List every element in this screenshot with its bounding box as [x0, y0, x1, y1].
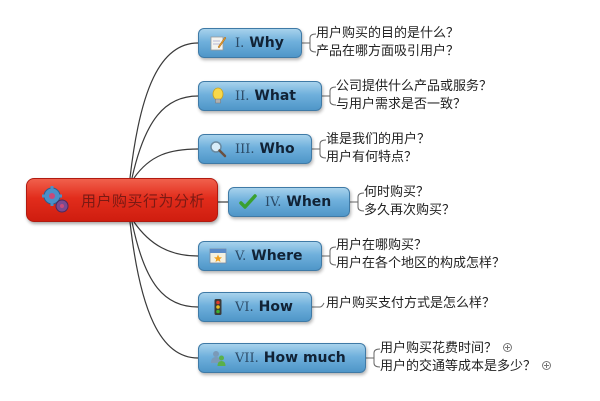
subtopic[interactable]: 多久再次购买？: [364, 203, 456, 218]
topic-label: Where: [251, 248, 303, 264]
lightbulb-icon: [212, 87, 224, 104]
subtopic[interactable]: 产品在哪方面吸引用户？: [316, 44, 460, 59]
subtopic[interactable]: 用户在各个地区的构成怎样？: [336, 256, 506, 271]
topic-numeral: III.: [235, 141, 255, 157]
subtopic[interactable]: 用户购买花费时间？: [380, 341, 513, 357]
subtopic[interactable]: 公司提供什么产品或服务？: [336, 79, 493, 94]
people-group-icon: [211, 351, 226, 366]
checkmark-icon: [239, 194, 257, 209]
topic-label: When: [286, 194, 332, 210]
topic-numeral: V.: [235, 248, 247, 264]
topic-label: Who: [259, 141, 295, 157]
topic-how-much[interactable]: VII. How much: [198, 343, 366, 373]
topic-numeral: VII.: [235, 350, 259, 366]
subtopic[interactable]: 与用户需求是否一致？: [336, 97, 467, 112]
subtopic[interactable]: 何时购买？: [364, 185, 430, 200]
traffic-light-icon: [214, 299, 222, 315]
subtopic[interactable]: 用户购买支付方式是怎么样？: [326, 296, 496, 311]
topic-numeral: II.: [235, 88, 250, 104]
subtopic[interactable]: 用户的交通等成本是多少？: [380, 359, 552, 375]
subtopic-label: 用户的交通等成本是多少？: [380, 359, 537, 374]
topic-why[interactable]: I. Why: [198, 28, 302, 58]
subtopic-label: 用户购买花费时间？: [380, 341, 498, 356]
subtopic[interactable]: 用户购买的目的是什么？: [316, 26, 460, 41]
subtopic[interactable]: 用户在哪购买？: [336, 238, 428, 253]
topic-numeral: I.: [235, 35, 245, 51]
topic-numeral: VI.: [235, 299, 254, 315]
star-window-icon: [209, 248, 227, 264]
expand-icon[interactable]: [542, 361, 552, 370]
topic-how[interactable]: VI. How: [198, 292, 312, 322]
topic-label: Why: [249, 35, 284, 51]
subtopic[interactable]: 用户有何特点？: [326, 150, 418, 165]
notepad-pencil-icon: [210, 36, 227, 51]
topic-label: How: [258, 299, 293, 315]
topic-label: What: [254, 88, 296, 104]
subtopic[interactable]: 谁是我们的用户？: [326, 132, 431, 147]
topic-what[interactable]: II. What: [198, 81, 322, 111]
expand-icon[interactable]: [503, 343, 513, 352]
topic-label: How much: [263, 350, 346, 366]
gears-icon: [42, 186, 69, 213]
central-topic-label: 用户购买行为分析: [81, 191, 206, 210]
central-topic[interactable]: 用户购买行为分析: [26, 178, 218, 222]
topic-when[interactable]: IV. When: [228, 187, 350, 217]
magnifier-icon: [210, 141, 227, 158]
topic-who[interactable]: III. Who: [198, 134, 312, 164]
topic-numeral: IV.: [265, 194, 282, 210]
topic-where[interactable]: V. Where: [198, 241, 322, 271]
